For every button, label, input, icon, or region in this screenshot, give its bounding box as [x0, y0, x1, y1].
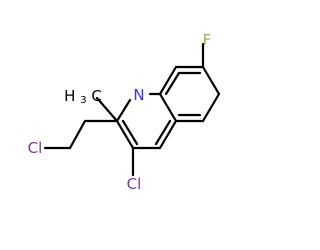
- atom-label-chloro-chain: Cl: [28, 139, 43, 157]
- bond-c2-c3: [115, 119, 135, 150]
- methyl-c: C: [91, 87, 101, 105]
- molecule-structure-diagram: F N H 3 C Cl Cl: [28, 31, 221, 193]
- atom-label-nitrogen: N: [133, 86, 144, 104]
- bond-double-c2-c3: [121, 119, 139, 146]
- bond-n1-c2: [115, 98, 132, 123]
- bond-c4a-c8a: [158, 92, 178, 123]
- atom-label-fluorine: F: [203, 31, 212, 49]
- methyl-subscript: 3: [80, 95, 86, 106]
- methyl-h: H: [64, 87, 75, 105]
- atom-label-chloro-ring: Cl: [127, 175, 142, 193]
- bond-c2-methyl: [95, 96, 119, 123]
- atom-labels: F N H 3 C Cl Cl: [28, 31, 212, 193]
- bond-double-c4-c4a: [154, 119, 172, 146]
- atom-label-methyl: H 3 C: [64, 87, 102, 109]
- bond-double-c8a-c8: [164, 71, 181, 96]
- bond-ch2-ch2: [68, 119, 87, 150]
- bond-group: [43, 42, 221, 177]
- bond-c8a-c8: [158, 65, 178, 96]
- bond-c7-c6: [201, 65, 221, 96]
- bond-c4-c4a: [158, 119, 178, 150]
- bond-c6-c5: [201, 92, 221, 123]
